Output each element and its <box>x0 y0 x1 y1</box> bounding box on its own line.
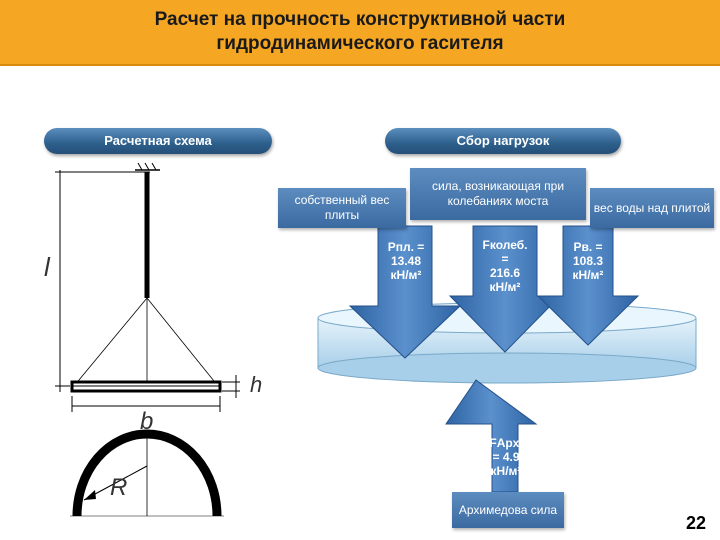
arrow3-label: Pв. = 108.3 кН/м² <box>564 240 612 282</box>
box-oscillation-force: сила, возникающая при колебаниях моста <box>410 168 586 220</box>
box-archimedes-text: Архимедова сила <box>458 502 558 517</box>
arrow-up-value: = 4.9 <box>492 450 520 464</box>
arrow2-label: Fколеб. = 216.6 кН/м² <box>476 238 534 294</box>
load-arrow-oscillation <box>448 225 562 353</box>
label-l: l <box>44 252 50 282</box>
box-water-weight-text: вес воды над плитой <box>593 200 711 215</box>
box-water-weight: вес воды над плитой <box>590 188 714 228</box>
calc-scheme <box>55 162 240 517</box>
box-plate-weight: собственный вес плиты <box>278 188 406 228</box>
slide-title: Расчет на прочность конструктивной части… <box>0 8 720 56</box>
arrow1-symbol: Pпл. = <box>387 240 425 254</box>
label-b: b <box>140 408 154 435</box>
load-arrow-plate-weight <box>348 225 462 359</box>
load-arrow-water-weight <box>536 225 640 346</box>
box-plate-weight-text: собственный вес плиты <box>294 193 390 222</box>
arrow-up-unit: кН/м² <box>490 464 522 478</box>
title-line-2: гидродинамического гасителя <box>216 33 504 54</box>
arrow1-unit: кН/м² <box>390 268 422 282</box>
arrow3-unit: кН/м² <box>572 268 604 282</box>
arrow3-value: 108.3 <box>572 254 604 268</box>
arrow2-eq: = <box>501 252 509 266</box>
title-line-1: Расчет на прочность конструктивной части <box>154 9 566 30</box>
box-oscillation-text: сила, возникающая при колебаниях моста <box>431 179 565 208</box>
arrow-up-symbol: FАрх. <box>489 436 523 450</box>
arrow3-symbol: Pв. = <box>573 240 603 254</box>
label-R: R <box>110 474 128 501</box>
arrow2-symbol: Fколеб. <box>482 238 528 252</box>
page-number: 22 <box>685 513 706 533</box>
arrow-up-label: FАрх. = 4.9 кН/м² <box>478 436 534 478</box>
load-collection-pill: Сбор нагрузок <box>385 128 621 154</box>
title-bar <box>0 0 720 66</box>
arrow2-unit: кН/м² <box>489 280 521 294</box>
arrow2-value: 216.6 <box>489 266 521 280</box>
calc-scheme-pill: Расчетная схема <box>44 128 272 154</box>
box-archimedes: Архимедова сила <box>452 492 564 528</box>
arrow1-value: 13.48 <box>390 254 422 268</box>
arrow1-label: Pпл. = 13.48 кН/м² <box>382 240 430 282</box>
label-h: h <box>250 372 263 397</box>
